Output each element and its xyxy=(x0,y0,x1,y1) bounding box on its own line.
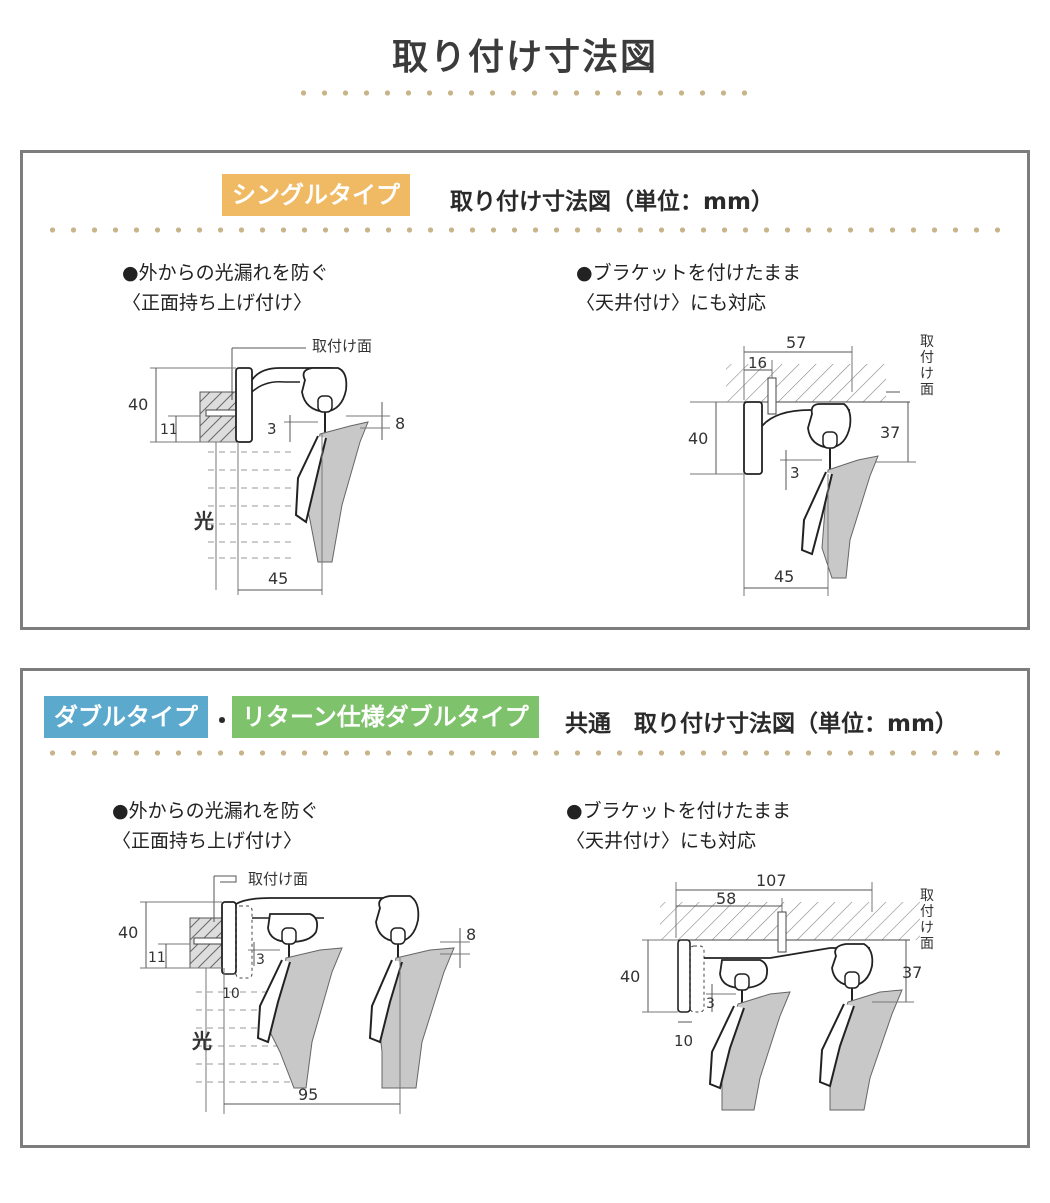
screw xyxy=(205,409,241,417)
bracket-arm xyxy=(761,409,850,427)
double-right-caption: ●ブラケットを付けたまま 〈天井付け〉にも対応 xyxy=(566,796,791,856)
back-head-rail xyxy=(831,943,874,987)
dim-3-label: 3 xyxy=(267,420,277,438)
dim-40-label: 40 xyxy=(118,923,138,942)
caption-line: ●外からの光漏れを防ぐ xyxy=(112,800,319,822)
caption-line: 〈天井付け〉にも対応 xyxy=(566,830,757,852)
surface-label: 取付け面 xyxy=(312,337,372,355)
single-type-heading: 取り付け寸法図（単位：mm） xyxy=(450,189,774,215)
return-bracket-dashed xyxy=(235,905,253,979)
head-rail xyxy=(807,403,852,449)
single-left-caption: ●外からの光漏れを防ぐ 〈正面持ち上げ付け〉 xyxy=(122,258,329,318)
double-ceiling-mount-diagram: 107 58 40 37 3 10 取 付 け 面 xyxy=(620,872,934,1111)
dim-8-label: 8 xyxy=(466,925,476,944)
surface-label-char: 取 xyxy=(920,888,934,904)
double-left-caption: ●外からの光漏れを防ぐ 〈正面持ち上げ付け〉 xyxy=(112,796,319,856)
dim-10-label: 10 xyxy=(674,1032,693,1050)
surface-label-char: 取 xyxy=(920,334,934,350)
ceiling-block xyxy=(660,902,920,940)
caption-line: ●外からの光漏れを防ぐ xyxy=(122,262,329,284)
dim-16-label: 16 xyxy=(748,354,767,372)
light-label: 光 xyxy=(193,509,214,533)
dim-45-label: 45 xyxy=(774,567,794,586)
badge-separator: ・ xyxy=(210,707,234,735)
dim-8-label: 8 xyxy=(395,414,405,433)
surface-label-char: 面 xyxy=(920,936,934,952)
dim-57-label: 57 xyxy=(786,333,806,352)
single-dot-divider xyxy=(42,227,1008,233)
page-title: 取り付け寸法図 xyxy=(391,37,658,78)
double-dot-divider xyxy=(42,750,1008,756)
dim-40-label: 40 xyxy=(128,395,148,414)
surface-label-char: け xyxy=(920,366,934,382)
caption-line: 〈正面持ち上げ付け〉 xyxy=(122,292,313,314)
caption-line: ●ブラケットを付けたまま xyxy=(566,800,792,822)
return-double-type-badge: リターン仕様ダブルタイプ xyxy=(232,696,539,738)
dim-95-label: 95 xyxy=(298,1085,318,1104)
dim-3-label: 3 xyxy=(790,464,800,482)
screw xyxy=(767,377,777,415)
double-front-mount-diagram: 取付け面 40 11 3 10 8 光 95 xyxy=(118,870,476,1114)
return-bracket-dashed xyxy=(689,945,705,1013)
shade-fabric xyxy=(821,455,879,579)
dim-107-label: 107 xyxy=(756,872,787,890)
surface-label: 取付け面 xyxy=(248,870,308,888)
caption-line: ●ブラケットを付けたまま xyxy=(576,262,802,284)
surface-label-char: 付 xyxy=(920,350,934,366)
dim-58-label: 58 xyxy=(716,889,736,908)
title-dot-divider xyxy=(293,90,757,96)
screw xyxy=(777,911,787,953)
double-type-heading: 共通 取り付け寸法図（単位：mm） xyxy=(565,711,958,737)
surface-label-char: 付 xyxy=(920,904,934,920)
single-ceiling-mount-diagram: 57 16 40 37 3 45 取 付 け 面 xyxy=(688,333,934,596)
front-shade-fabric xyxy=(269,947,343,1089)
bracket-plate xyxy=(221,901,237,975)
light-dashes xyxy=(208,451,295,559)
bracket-plate xyxy=(743,401,763,475)
bracket-plate xyxy=(677,939,691,1013)
dim-45-label: 45 xyxy=(268,569,288,588)
head-rail xyxy=(301,367,348,413)
caption-line: 〈天井付け〉にも対応 xyxy=(576,292,767,314)
surface-label-char: け xyxy=(920,920,934,936)
surface-label-char: 面 xyxy=(920,382,934,398)
front-shade-fabric xyxy=(719,991,791,1111)
double-type-badge: ダブルタイプ xyxy=(44,696,208,738)
caption-line: 〈正面持ち上げ付け〉 xyxy=(112,830,303,852)
dim-10-label: 10 xyxy=(222,986,240,1002)
dim-40-label: 40 xyxy=(688,429,708,448)
single-right-caption: ●ブラケットを付けたまま 〈天井付け〉にも対応 xyxy=(576,258,801,318)
dim-3-label: 3 xyxy=(256,952,265,968)
dim-3-label: 3 xyxy=(706,996,715,1012)
dim-37-label: 37 xyxy=(902,963,922,982)
dim-37-label: 37 xyxy=(880,423,900,442)
bracket-plate xyxy=(235,367,253,443)
single-front-mount-diagram: 取付け面 40 11 3 8 光 45 xyxy=(128,337,405,595)
dim-11-label: 11 xyxy=(160,422,178,438)
bracket-arm xyxy=(235,897,410,905)
dim-40-label: 40 xyxy=(620,967,640,986)
back-head-rail xyxy=(375,895,420,943)
light-label: 光 xyxy=(191,1029,212,1053)
dim-11-label: 11 xyxy=(148,950,166,966)
single-type-badge: シングルタイプ xyxy=(222,174,410,216)
